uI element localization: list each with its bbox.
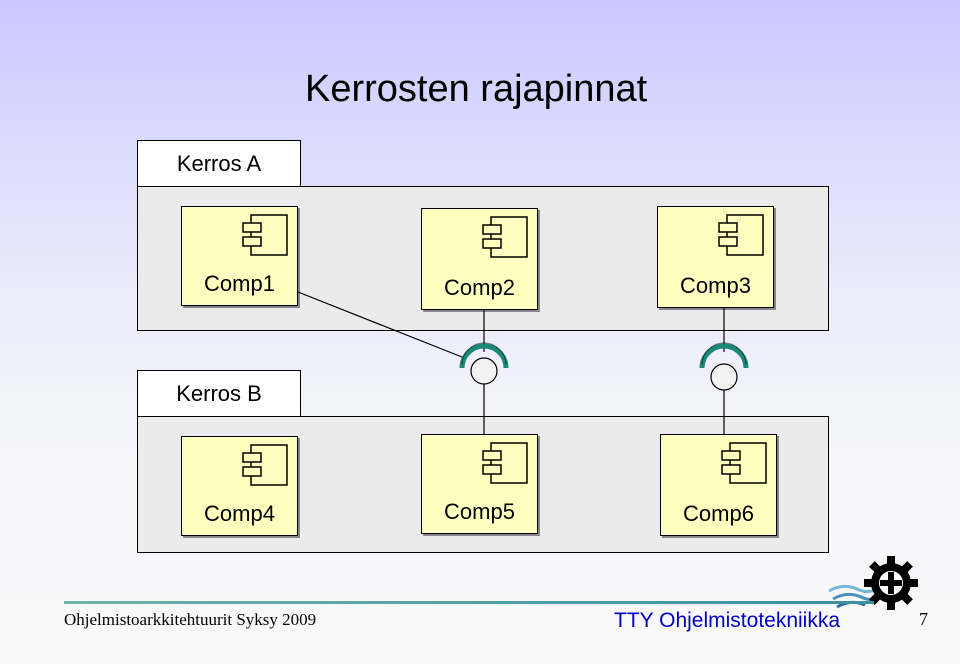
slide-title: Kerrosten rajapinnat bbox=[305, 68, 648, 110]
provided-interface-icon bbox=[470, 357, 498, 385]
component-label: Comp3 bbox=[680, 273, 751, 298]
component-comp1: Comp1 bbox=[181, 206, 298, 306]
required-interface-socket-icon bbox=[699, 343, 749, 369]
connector-comp1-to-interface bbox=[297, 291, 463, 358]
component-comp6: Comp6 bbox=[660, 434, 777, 536]
component-label: Comp2 bbox=[444, 275, 515, 300]
component-label: Comp1 bbox=[204, 271, 275, 296]
component-comp5: Comp5 bbox=[421, 434, 538, 534]
component-label: Comp4 bbox=[204, 501, 275, 526]
component-comp4: Comp4 bbox=[181, 436, 298, 536]
footer-course: Ohjelmistoarkkitehtuurit Syksy 2009 bbox=[64, 610, 317, 629]
footer-department: TTY Ohjelmistotekniikka bbox=[614, 609, 841, 632]
layer-a-label: Kerros A bbox=[176, 150, 262, 176]
component-label: Comp6 bbox=[683, 501, 754, 526]
component-icon bbox=[721, 442, 767, 484]
layer-b-tab: Kerros B bbox=[137, 370, 301, 417]
required-interface-socket-icon bbox=[459, 343, 509, 369]
component-icon bbox=[242, 214, 288, 256]
component-icon bbox=[482, 442, 528, 484]
component-icon bbox=[242, 444, 288, 486]
component-comp2: Comp2 bbox=[421, 208, 538, 310]
component-label: Comp5 bbox=[444, 499, 515, 524]
tty-gear-logo-icon bbox=[828, 556, 918, 610]
component-icon bbox=[718, 214, 764, 256]
provided-interface-icon bbox=[710, 363, 738, 391]
footer-divider bbox=[64, 601, 874, 604]
component-comp3: Comp3 bbox=[657, 206, 774, 308]
component-icon bbox=[482, 216, 528, 258]
layer-b-label: Kerros B bbox=[176, 380, 262, 406]
layer-a-tab: Kerros A bbox=[137, 140, 301, 187]
page-number: 7 bbox=[919, 609, 928, 629]
